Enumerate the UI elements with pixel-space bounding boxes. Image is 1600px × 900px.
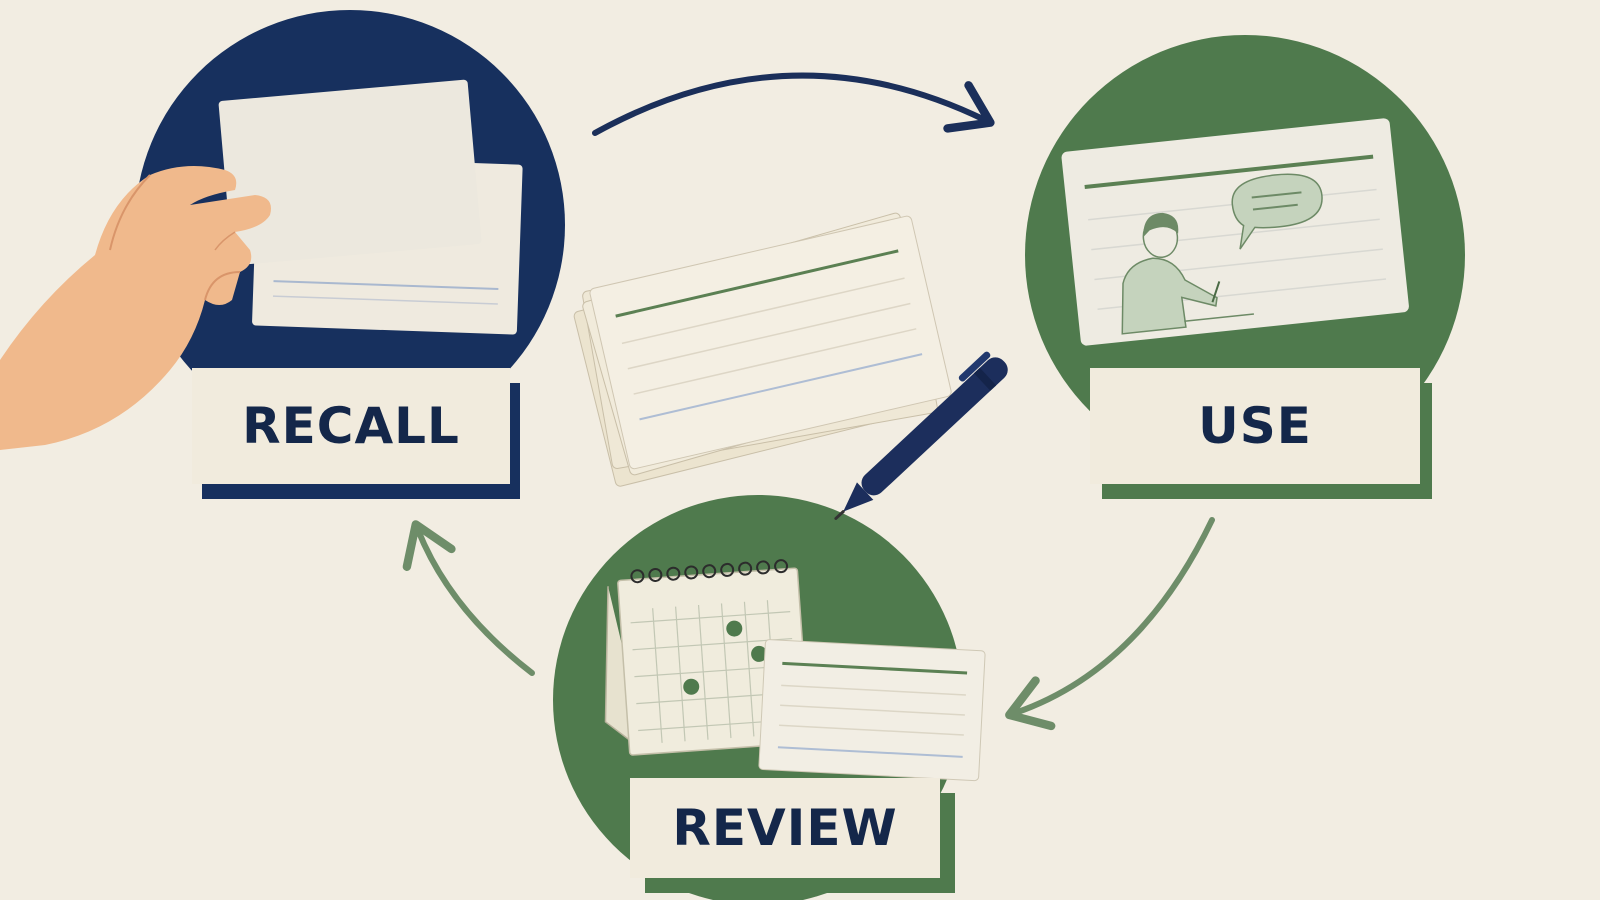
pen-icon	[834, 351, 1008, 520]
hand-icon	[0, 166, 271, 450]
recall-label: RECALL	[192, 368, 510, 484]
cycle-arrow-icon	[402, 520, 535, 676]
calendar-icon	[604, 559, 810, 756]
card-stack-icon	[573, 212, 952, 487]
person-writing-icon	[1121, 212, 1254, 335]
index-card-icon	[1061, 118, 1409, 346]
speech-bubble-icon	[1231, 173, 1323, 250]
use-label: USE	[1090, 368, 1420, 484]
cycle-arrow-icon	[1005, 517, 1215, 731]
index-card-icon	[758, 639, 986, 782]
cycle-arrow-icon	[592, 72, 995, 136]
review-label: REVIEW	[630, 778, 940, 878]
index-card-icon	[218, 79, 482, 266]
